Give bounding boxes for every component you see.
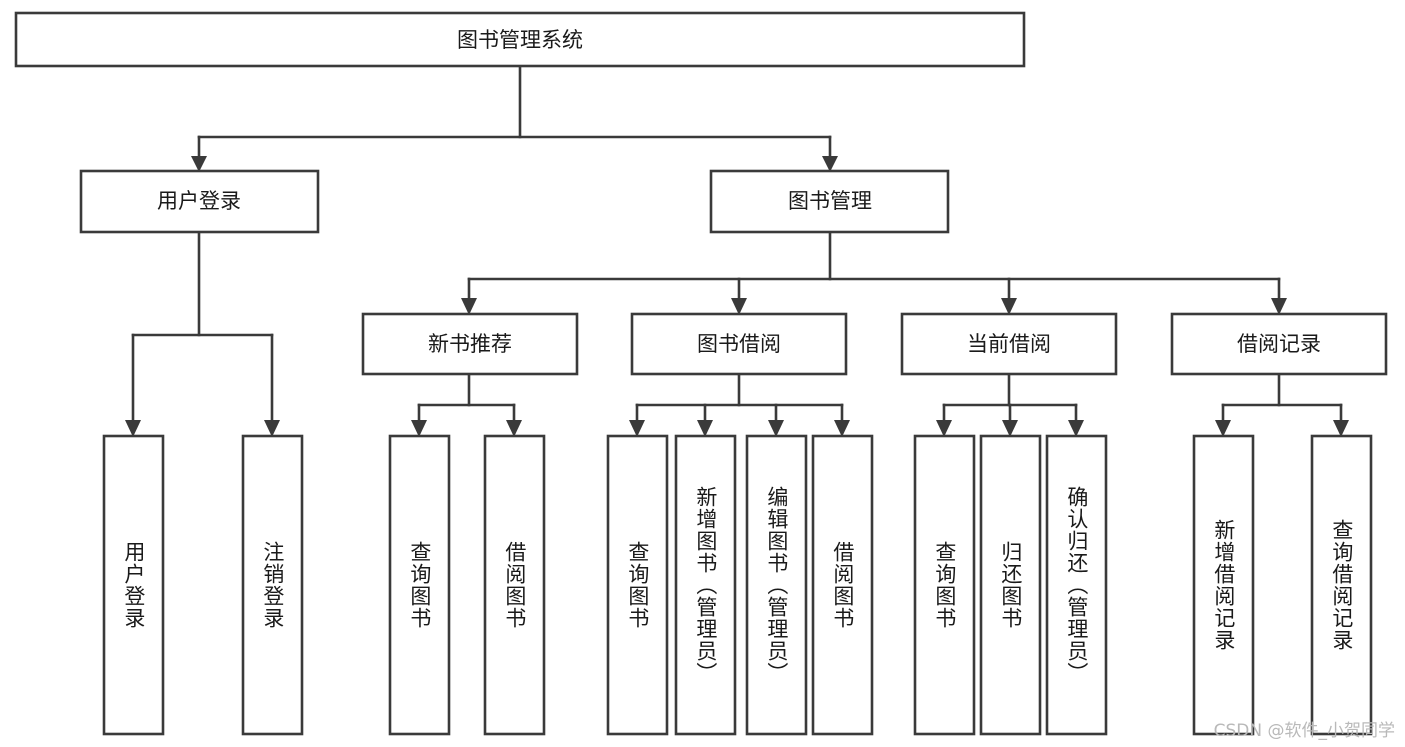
node-root-box[interactable] (14, 11, 1026, 68)
arrowhead-borrow-record (1271, 298, 1287, 315)
leaf-box-bookborrow-edit-book[interactable] (745, 434, 808, 736)
node-user-login-label: 用户登录 (157, 189, 241, 213)
arrowhead-leaf-user-login (125, 420, 141, 437)
leaf-box-user-login[interactable] (102, 434, 165, 736)
leaf-box-currentborrow-confirm-return[interactable] (1045, 434, 1108, 736)
node-new-book-recommend-label: 新书推荐 (428, 332, 512, 356)
node-current-borrow-label: 当前借阅 (967, 332, 1051, 356)
arrowhead-borrowrecord-leaf-1 (1215, 420, 1231, 437)
arrowhead-user-login (191, 156, 207, 172)
node-root-label: 图书管理系统 (457, 28, 583, 52)
leaf-box-bookborrow-borrow-book[interactable] (811, 434, 874, 736)
arrowhead-newbook-leaf-2 (506, 420, 522, 437)
arrowhead-bookborrow-leaf-2 (697, 420, 713, 437)
leaf-box-newbook-borrow-book[interactable] (483, 434, 546, 736)
arrowhead-currentborrow-leaf-2 (1002, 420, 1018, 437)
watermark-text: CSDN @软件_小贺同学 (1213, 721, 1395, 741)
node-user-login-box[interactable] (79, 169, 320, 234)
node-book-borrow-label: 图书借阅 (697, 332, 781, 356)
leaf-box-borrowrecord-query-record[interactable] (1310, 434, 1373, 736)
arrowhead-book-manage (822, 156, 838, 172)
node-borrow-record-label: 借阅记录 (1237, 332, 1321, 356)
node-book-borrow-box[interactable] (630, 312, 848, 376)
node-new-book-recommend-box[interactable] (361, 312, 579, 376)
arrowhead-bookborrow-leaf-4 (834, 420, 850, 437)
arrowhead-borrowrecord-leaf-2 (1333, 420, 1349, 437)
node-book-manage-label: 图书管理 (788, 189, 872, 213)
arrowhead-bookborrow-leaf-3 (768, 420, 784, 437)
arrowhead-new-book (461, 298, 477, 315)
nodes-layer: 图书管理系统 用户登录 图书管理 新书推荐 图书借阅 当前借阅 借阅记录 (14, 11, 1388, 736)
leaf-box-bookborrow-add-book[interactable] (674, 434, 737, 736)
leaf-box-newbook-query-book[interactable] (388, 434, 451, 736)
node-book-manage-box[interactable] (709, 169, 950, 234)
node-borrow-record-box[interactable] (1170, 312, 1388, 376)
leaf-box-currentborrow-return-book[interactable] (979, 434, 1042, 736)
leaf-box-currentborrow-query-book[interactable] (913, 434, 976, 736)
leaf-box-logout[interactable] (241, 434, 304, 736)
arrowhead-bookborrow-leaf-1 (629, 420, 645, 437)
arrowhead-newbook-leaf-1 (411, 420, 427, 437)
arrowhead-currentborrow-leaf-1 (936, 420, 952, 437)
arrowhead-current-borrow (1001, 298, 1017, 315)
arrowhead-leaf-logout (264, 420, 280, 437)
leaf-box-bookborrow-query-book[interactable] (606, 434, 669, 736)
node-current-borrow-box[interactable] (900, 312, 1118, 376)
leaf-box-borrowrecord-add-record[interactable] (1192, 434, 1255, 736)
connectors-layer (125, 64, 1349, 437)
arrowhead-currentborrow-leaf-3 (1068, 420, 1084, 437)
arrowhead-book-borrow (731, 298, 747, 315)
